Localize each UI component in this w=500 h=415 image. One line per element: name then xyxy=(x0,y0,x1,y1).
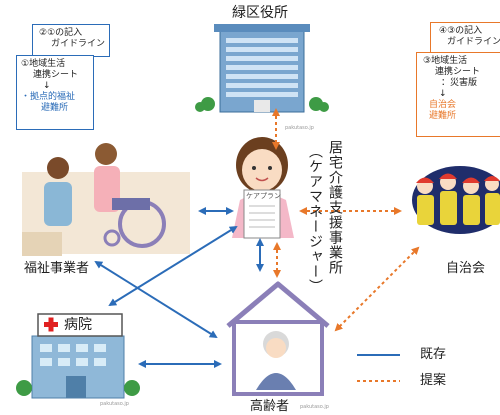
care-office-label: 居宅介護支援事業所 xyxy=(327,140,343,275)
link-jichikai-elderly xyxy=(334,246,420,332)
elderly-house-illustration xyxy=(226,281,330,396)
ward-office-label: 緑区役所 xyxy=(232,5,288,21)
note-left-back-line2: ガイドライン xyxy=(51,39,106,49)
note-left-front-line4: ・拠点的福祉 xyxy=(21,92,76,102)
credit-ward: pakutaso.jp xyxy=(285,125,314,131)
note-left-back-line1: ②①の記入 xyxy=(39,28,83,38)
note-left-front: ①地域生活 連携シート ↓ ・拠点的福祉 避難所 xyxy=(16,55,94,130)
note-right-back: ④③の記入 ガイドライン xyxy=(430,22,500,57)
note-right-back-line2: ガイドライン xyxy=(447,37,500,47)
note-left-front-line1: ①地域生活 xyxy=(21,59,66,69)
note-left-front-line5: 避難所 xyxy=(41,103,69,113)
hospital-label: 病院 xyxy=(64,317,92,333)
elderly-label: 高齢者 xyxy=(250,399,290,414)
note-left-front-arrow: ↓ xyxy=(43,81,51,91)
welfare-label: 福祉事業者 xyxy=(24,261,90,276)
care-manager-illustration xyxy=(232,137,294,239)
note-right-front-line6: 避難所 xyxy=(429,111,457,121)
welfare-provider-illustration xyxy=(22,143,190,256)
note-right-front: ③地域生活 連携シート ：災害版 ↓ 自治会 避難所 xyxy=(416,52,500,137)
care-plan-label: ケアプラン xyxy=(246,192,281,200)
credit-hospital: pakutaso.jp xyxy=(100,401,129,407)
link-hospital-care xyxy=(108,225,238,307)
legend-existing-label: 既存 xyxy=(420,347,447,362)
note-left-back: ②①の記入 ガイドライン xyxy=(32,24,110,57)
jichikai-label: 自治会 xyxy=(446,261,486,276)
ward-office-building-icon xyxy=(195,24,329,113)
note-right-front-line5: 自治会 xyxy=(429,100,457,110)
note-right-front-line3: ：災害版 xyxy=(441,78,478,88)
hospital-building-icon xyxy=(16,335,140,399)
note-right-front-line2: 連携シート xyxy=(435,67,481,77)
note-right-front-arrow: ↓ xyxy=(439,89,447,99)
credit-elderly: pakutaso.jp xyxy=(300,404,329,410)
legend-proposal-label: 提案 xyxy=(420,373,447,388)
care-office-sublabel: （ケアマネージャー） xyxy=(307,144,323,294)
note-left-front-line2: 連携シート xyxy=(33,70,79,80)
jichikai-group-illustration xyxy=(412,166,500,234)
note-right-back-line1: ④③の記入 xyxy=(439,26,483,36)
note-right-front-line1: ③地域生活 xyxy=(423,56,468,66)
